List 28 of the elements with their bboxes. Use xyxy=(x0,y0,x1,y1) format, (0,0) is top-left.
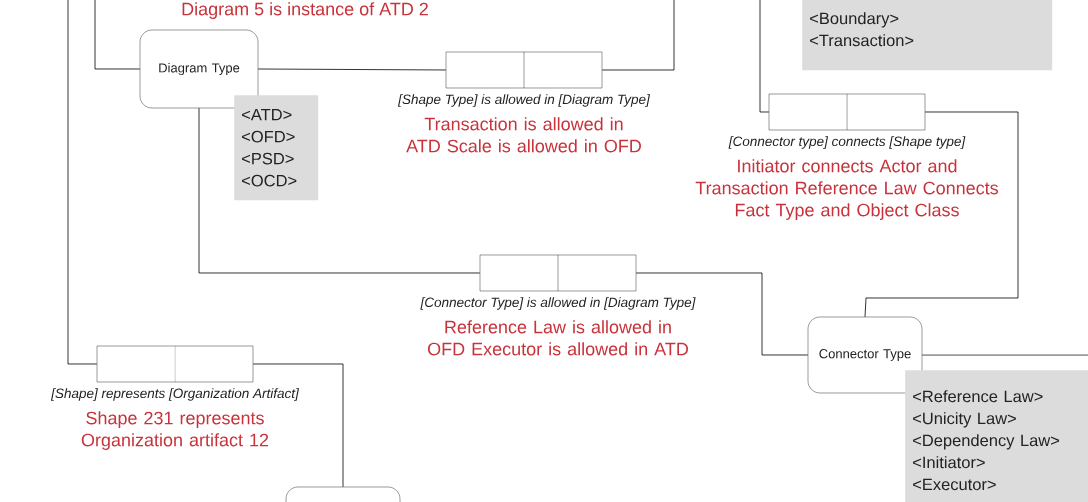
example-text: Diagram 5 is instance of ATD 2 xyxy=(182,2,428,19)
connector-line xyxy=(601,0,675,71)
connector-line xyxy=(198,107,481,274)
split-box xyxy=(768,93,926,131)
connector-line xyxy=(864,111,1019,318)
value-list: <Reference Law> <Unicity Law> <Dependency Law> <Initiator> <Executor> xyxy=(905,370,1088,502)
example-text: Reference Law is allowed in OFD Executor is allowed in ATD xyxy=(428,320,688,356)
connector-line xyxy=(759,0,770,113)
connector-line xyxy=(94,0,141,70)
fact-caption: [Connector type] connects [Shape type] xyxy=(728,136,966,149)
split-box xyxy=(96,345,254,383)
fact-caption: [Shape] represents [Organization Artifact] xyxy=(50,388,300,401)
fact-caption: [Connector Type] is allowed in [Diagram Type] xyxy=(420,297,696,310)
split-box xyxy=(445,51,603,89)
example-text: Initiator connects Actor and Transaction Reference Law Connects Fact Type and Object Class xyxy=(695,159,999,220)
value-list: <ATD> <OFD> <PSD> <OCD> xyxy=(234,95,319,201)
connector-line xyxy=(635,272,809,356)
rounded-box xyxy=(285,486,401,502)
example-text: Shape 231 represents Organization artifact 12 xyxy=(81,411,269,450)
rounded-box: Diagram Type xyxy=(139,29,259,109)
connector-line xyxy=(252,363,344,488)
connector-line xyxy=(257,68,447,71)
example-text: Transaction is allowed in ATD Scale is allowed in OFD xyxy=(406,117,641,153)
value-list: <Boundary> <Transaction> xyxy=(802,0,1053,71)
split-box xyxy=(479,254,637,292)
fact-caption: [Shape Type] is allowed in [Diagram Type] xyxy=(397,94,651,107)
connector-line xyxy=(921,354,1088,356)
connector-line xyxy=(67,0,98,365)
